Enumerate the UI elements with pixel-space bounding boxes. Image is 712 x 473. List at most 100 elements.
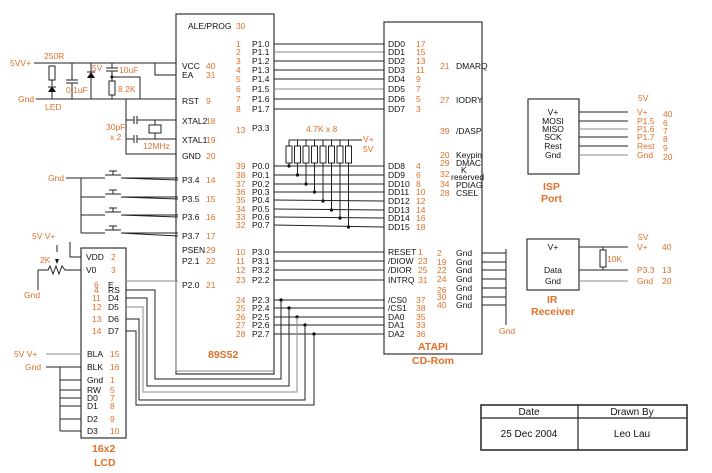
mcu-pin-number: 9 <box>206 96 211 106</box>
lcd-pin-label: D5 <box>108 302 119 312</box>
atapi-pin-number: 40 <box>437 300 447 310</box>
resistor-10k-icon <box>599 249 607 268</box>
atapi-pin-label: DD8 <box>388 161 405 171</box>
atapi-pin-number: 33 <box>416 320 426 330</box>
lcd-pin-label: Gnd <box>87 375 103 385</box>
atapi-pin-number: 13 <box>416 56 426 66</box>
lcd-pin-label: D7 <box>108 326 119 336</box>
lcd-pin-number: 8 <box>110 401 115 411</box>
atapi-pin-label: DD10 <box>388 179 410 189</box>
cap-label: 0.1uF <box>66 85 88 95</box>
atapi-pin-label: DD7 <box>388 104 405 114</box>
lcd-pin-label: BLK <box>87 362 103 372</box>
lcd-pin-number: 14 <box>92 326 102 336</box>
atapi-pin-label: Gnd <box>456 257 472 267</box>
pullup-resistor-icon <box>336 145 344 164</box>
isp-target-label: P1.5 <box>637 116 655 126</box>
mcu-pin-label: VCC <box>182 61 200 71</box>
ir-target-pin: 40 <box>662 242 672 252</box>
atapi-pin-label: DA2 <box>388 329 405 339</box>
mcu-pin-number: 22 <box>206 256 216 266</box>
isp-pin-label: MISO <box>542 124 564 134</box>
mcu-pin-number: 5 <box>236 74 241 84</box>
lcd-pin-number: 2 <box>111 252 116 262</box>
atapi-pin-label: DD11 <box>388 187 409 197</box>
mcu-pin-label: P3.3 <box>252 123 270 133</box>
lcd-pin-label: D1 <box>87 401 98 411</box>
mcu-pin-number: 2 <box>236 47 241 57</box>
atapi-pin-label: /DIOW <box>388 256 414 266</box>
mcu-pin-label: P2.7 <box>252 329 270 339</box>
atapi-pin-label: Gnd <box>456 283 472 293</box>
mcu-pin-label: P3.2 <box>252 265 270 275</box>
mcu-pin-label: P0.5 <box>252 204 270 214</box>
mcu-pin-label: P0.2 <box>252 179 270 189</box>
wire <box>120 232 179 237</box>
ir-pin-label: Data <box>544 265 562 275</box>
atapi-pin-number: 27 <box>440 95 450 105</box>
svg-text:30: 30 <box>236 21 246 31</box>
mcu-pin-number: 29 <box>206 245 216 255</box>
atapi-pin-label: DD13 <box>388 205 410 215</box>
mcu-pin-label: P0.0 <box>252 161 270 171</box>
mcu-pin-number: 17 <box>206 231 216 241</box>
atapi-pin-label: DD12 <box>388 196 410 206</box>
wire <box>155 280 273 372</box>
lcd-pin-number: 16 <box>110 362 120 372</box>
mcu-pin-label: P2.3 <box>252 295 270 305</box>
zener-label: 5V <box>92 63 103 73</box>
crystal-label: 12MHz <box>143 141 170 151</box>
resistor-icon <box>48 65 56 81</box>
mcu-pin-number: 15 <box>206 194 216 204</box>
atapi-pin-number: 38 <box>416 303 426 313</box>
atapi-pin-label: /CS0 <box>388 295 407 305</box>
atapi-pin-label: DA1 <box>388 320 405 330</box>
atapi-pin-label: INTRQ <box>388 275 415 285</box>
lcd-pin-number: 10 <box>110 426 120 436</box>
atapi-pin-number: 30 <box>437 292 447 302</box>
mcu-pin-label: RST <box>182 96 199 106</box>
mcu-pin-number: 24 <box>236 295 246 305</box>
ir-target-pin: 13 <box>662 265 672 275</box>
atapi-pin-label: DA0 <box>388 312 405 322</box>
potentiometer-icon <box>38 264 81 276</box>
isp-pin-label: MOSI <box>542 116 564 126</box>
mcu-pin-number: 6 <box>236 84 241 94</box>
mcu-pin-label: P1.2 <box>252 56 270 66</box>
atapi-pin-number: 9 <box>416 74 421 84</box>
ir-name: IR <box>547 294 558 306</box>
pullup-resistor-icon <box>345 145 352 164</box>
wire <box>120 177 179 181</box>
atapi-pin-label: Gnd <box>456 265 472 275</box>
atapi-pin-label: DD15 <box>388 222 410 232</box>
atapi-pin-number: 18 <box>416 222 426 232</box>
lcd-pin-label: VDD <box>86 252 104 262</box>
mcu-pin-label: GND <box>182 151 201 161</box>
wire <box>273 216 385 219</box>
mcu-pin-number: 26 <box>236 312 246 322</box>
pot-gnd-label: Gnd <box>24 290 40 300</box>
pullup-resistor-icon <box>285 145 293 164</box>
atapi-pin-number: 29 <box>440 158 450 168</box>
mcu-pin-number: 23 <box>236 275 246 285</box>
mcu-name: 89S52 <box>208 349 239 361</box>
atapi-name-2: CD-Rom <box>412 355 454 367</box>
lcd-name: 16x2 <box>92 443 116 455</box>
lcd-pin-number: 3 <box>111 265 116 275</box>
atapi-pin-number: 14 <box>416 205 426 215</box>
mcu-pin-label: P3.5 <box>182 194 200 204</box>
wire <box>126 297 290 387</box>
wire <box>126 330 315 406</box>
mcu-pin-label: P0.4 <box>252 195 270 205</box>
power-section: 5VV+ Gnd 250R LED 0.1uF 5V 10uF 8.2K <box>10 51 178 155</box>
mcu-pin-label: P3.6 <box>182 212 200 222</box>
atapi-pin-number: 32 <box>440 169 450 179</box>
lcd-pin-number: 7 <box>110 393 115 403</box>
reset-resistor-icon <box>108 80 116 96</box>
pullup-resistor-icon <box>319 145 327 164</box>
wire <box>273 199 385 202</box>
ir-pin-label: V+ <box>548 242 559 252</box>
atapi-pin-number: 10 <box>416 187 426 197</box>
